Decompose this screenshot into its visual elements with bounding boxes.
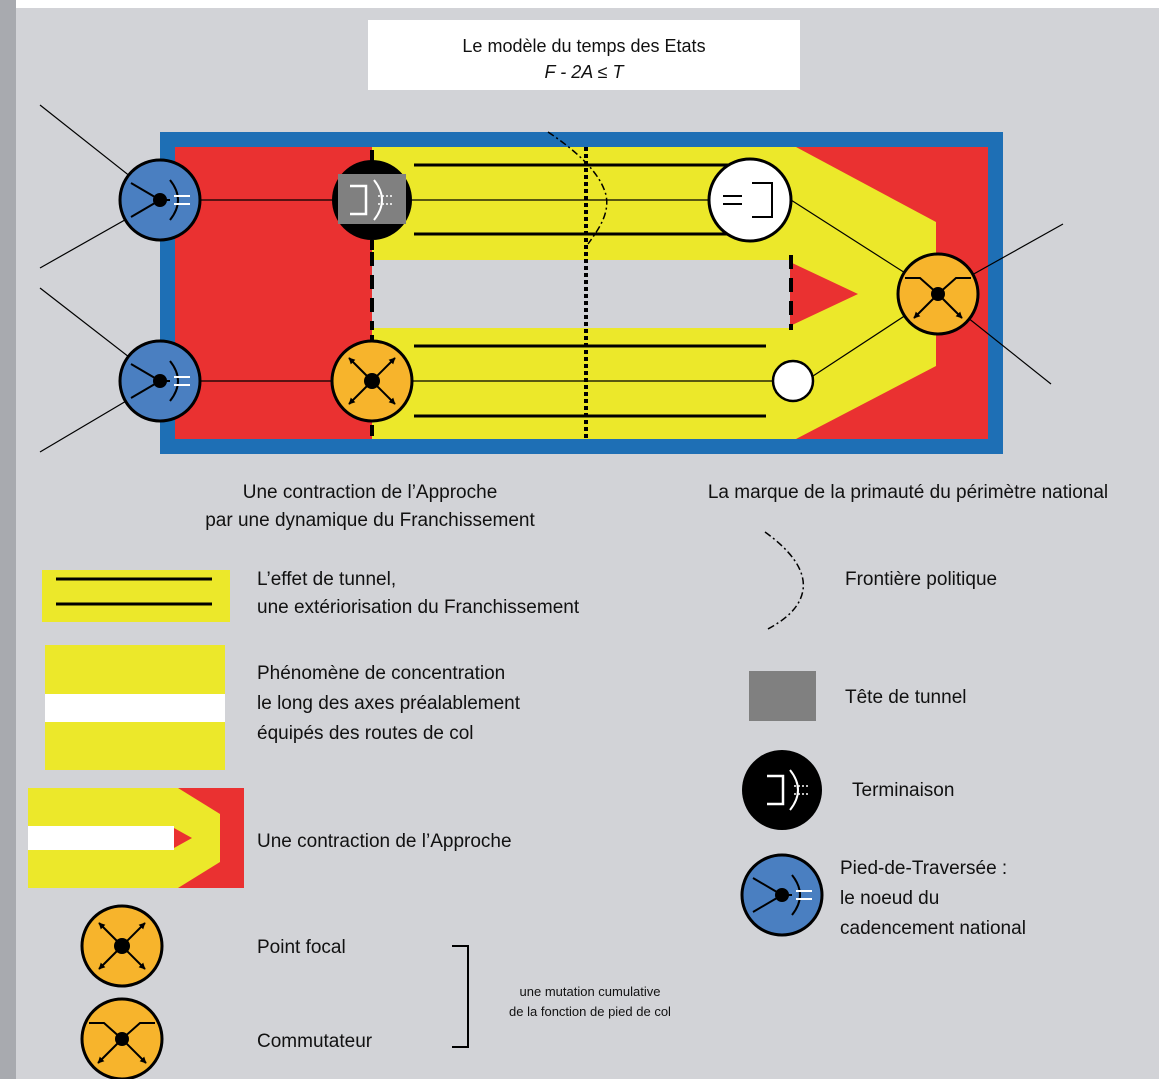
point-focal-icon bbox=[82, 906, 162, 986]
secondary-node bbox=[771, 359, 815, 403]
pied-de-traversee-icon bbox=[118, 339, 202, 423]
point-focal-icon bbox=[332, 341, 412, 421]
legend-tete-label: Tête de tunnel bbox=[845, 687, 966, 708]
legend-terminaison-label: Terminaison bbox=[852, 780, 954, 801]
caption-right: La marque de la primauté du périmètre na… bbox=[708, 482, 1108, 503]
legend-concentration-line2: le long des axes préalablement bbox=[257, 693, 521, 714]
legend-concentration: Phénomène de concentration le long des a… bbox=[45, 645, 521, 770]
bracket bbox=[452, 945, 469, 1048]
caption-left-line2: par une dynamique du Franchissement bbox=[205, 510, 535, 531]
pied-de-traversee-icon bbox=[118, 158, 202, 242]
contraction-arrow bbox=[790, 262, 858, 326]
frontier-curve-icon bbox=[547, 131, 608, 245]
legend-tunnel: L’effet de tunnel, une extériorisation d… bbox=[42, 569, 580, 622]
left-margin-strip bbox=[0, 0, 16, 1079]
legend-contraction-label: Une contraction de l’Approche bbox=[257, 831, 512, 852]
bracket-line1: une mutation cumulative bbox=[520, 984, 661, 999]
legend-pied-line3: cadencement national bbox=[840, 918, 1026, 939]
legend-pied-line2: le noeud du bbox=[840, 888, 939, 909]
legend-commutateur-label: Commutateur bbox=[257, 1031, 373, 1052]
legend-contraction: Une contraction de l’Approche bbox=[28, 788, 512, 888]
legend-frontiere-label: Frontière politique bbox=[845, 569, 997, 590]
terminaison-icon bbox=[332, 160, 412, 240]
legend-concentration-line1: Phénomène de concentration bbox=[257, 663, 505, 684]
caption-left-line1: Une contraction de l’Approche bbox=[243, 482, 498, 503]
tunnel-head-icon bbox=[749, 671, 816, 721]
title-formula: F - 2A ≤ T bbox=[545, 62, 626, 82]
legend-pied-line1: Pied-de-Traversée : bbox=[840, 858, 1007, 879]
commutateur-icon bbox=[898, 254, 978, 334]
terminaison-icon bbox=[740, 748, 824, 832]
main-diagram bbox=[39, 104, 1064, 454]
commutateur-icon bbox=[82, 999, 162, 1079]
legend-tunnel-line2: une extériorisation du Franchissement bbox=[257, 597, 580, 618]
pied-de-traversee-icon bbox=[740, 853, 824, 937]
title-box bbox=[368, 20, 800, 90]
frontier-curve-icon bbox=[764, 531, 805, 631]
legend-tunnel-line1: L’effet de tunnel, bbox=[257, 569, 396, 590]
legend-concentration-line3: équipés des routes de col bbox=[257, 723, 474, 744]
title-line1: Le modèle du temps des Etats bbox=[462, 36, 705, 56]
bracket-line2: de la fonction de pied de col bbox=[509, 1004, 671, 1019]
tunnel-exit-node bbox=[707, 157, 793, 243]
legend-focal-label: Point focal bbox=[257, 937, 346, 958]
mountain-gap bbox=[372, 260, 790, 328]
